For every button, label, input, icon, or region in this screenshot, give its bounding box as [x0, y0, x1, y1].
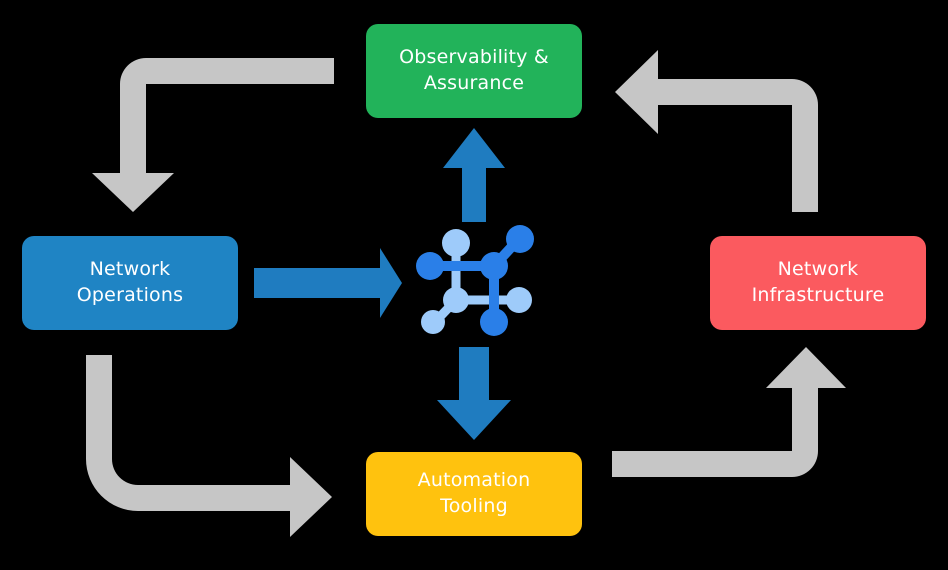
topology-node-center-light	[443, 287, 469, 313]
arrow-automation-to-infrastructure	[612, 347, 846, 477]
box-automation-tooling-label-line1: Automation	[417, 469, 531, 492]
topology-node-right-light	[506, 287, 532, 313]
box-automation-tooling-label: Automation Tooling	[418, 468, 531, 519]
network-topology-icon-graphic	[416, 225, 534, 336]
box-automation-tooling-label-line2: Tooling	[440, 495, 508, 517]
box-network-operations-label: Network Operations	[77, 257, 183, 308]
box-network-infrastructure[interactable]: Network Infrastructure	[710, 236, 926, 330]
box-observability-label-line2: Assurance	[423, 72, 525, 94]
box-observability-assurance[interactable]: Observability & Assurance	[366, 24, 582, 118]
topology-node-top-right	[506, 225, 534, 253]
box-observability-label-line1: Observability &	[399, 46, 549, 69]
box-network-infrastructure-label-line1: Network	[777, 258, 859, 281]
arrow-center-to-automation	[437, 347, 511, 440]
box-network-infrastructure-label: Network Infrastructure	[752, 257, 885, 308]
box-network-operations-label-line2: Operations	[76, 284, 184, 306]
arrow-infrastructure-to-observability	[615, 50, 818, 212]
box-network-operations[interactable]: Network Operations	[22, 236, 238, 330]
box-automation-tooling[interactable]: Automation Tooling	[366, 452, 582, 536]
box-network-infrastructure-label-line2: Infrastructure	[751, 284, 885, 306]
box-network-operations-label-line1: Network	[89, 258, 171, 281]
box-observability-label: Observability & Assurance	[399, 45, 549, 96]
topology-node-top-light	[442, 229, 470, 257]
arrow-operations-to-automation	[86, 355, 332, 537]
arrow-center-to-observability	[443, 128, 505, 222]
topology-node-bottom	[480, 308, 508, 336]
topology-node-left	[416, 252, 444, 280]
topology-node-bottom-left-light	[421, 310, 445, 334]
arrow-observability-to-operations	[92, 58, 334, 212]
topology-node-hub	[480, 252, 508, 280]
arrow-operations-to-center	[254, 248, 402, 318]
